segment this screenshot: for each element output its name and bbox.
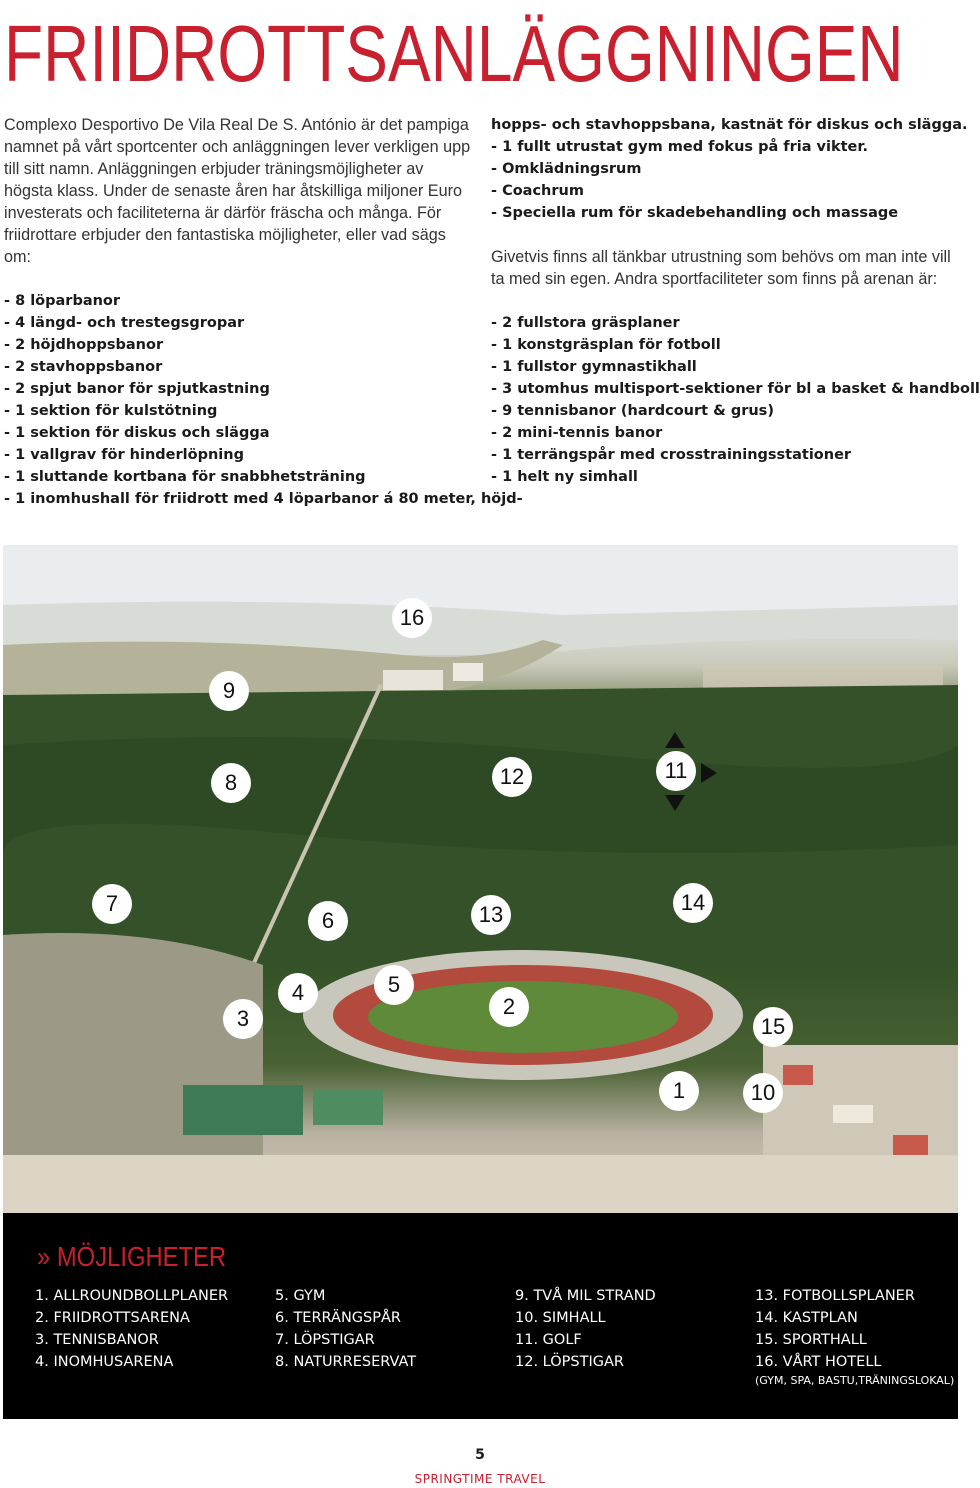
legend-item: 11. GOLF [515,1332,582,1348]
list-item: - 9 tennisbanor (hardcourt & grus) [491,403,774,419]
list-item: - Omklädningsrum [491,161,642,177]
list-item: - 2 stavhoppsbanor [4,359,163,375]
list-item: - 1 inomhushall för friidrott med 4 löpa… [4,491,523,507]
right-column: hopps- och stavhoppsbana, kastnät för di… [491,114,980,488]
marker-7: 7 [92,884,132,924]
arrow-down-icon [665,795,685,811]
legend-title: » MÖJLIGHETER [37,1239,226,1275]
list-item: - 1 terrängspår med crosstrainingsstatio… [491,447,852,463]
legend-item: 9. TVÅ MIL STRAND [515,1288,656,1304]
marker-16: 16 [392,598,432,638]
marker-15: 15 [753,1007,793,1047]
arrow-up-icon [665,732,685,748]
marker-12: 12 [492,757,532,797]
athletics-facilities-list: - 8 löparbanor - 4 längd- och trestegsgr… [4,290,523,510]
marker-2: 2 [489,987,529,1027]
legend-item: 10. SIMHALL [515,1310,606,1326]
marker-3: 3 [223,999,263,1039]
list-item: - 2 mini-tennis banor [491,425,663,441]
marker-13: 13 [471,895,511,935]
marker-14: 14 [673,883,713,923]
list-item: - 1 helt ny simhall [491,469,638,485]
list-item: - Coachrum [491,183,584,199]
legend-column-1: 1. ALLROUNDBOLLPLANER 2. FRIIDROTTSARENA… [35,1285,270,1373]
marker-9: 9 [209,671,249,711]
list-item: - 1 sektion för kulstötning [4,403,218,419]
aerial-landscape-illustration [3,545,958,1213]
intro-paragraph: Complexo Desportivo De Vila Real De S. A… [4,116,471,266]
aerial-photo: 16 9 8 12 11 7 6 13 14 4 5 3 2 15 1 10 [3,545,958,1213]
legend-item: 2. FRIIDROTTSARENA [35,1310,190,1326]
equipment-paragraph: Givetvis finns all tänkbar utrustning so… [491,248,951,288]
legend-item: 12. LÖPSTIGAR [515,1354,624,1370]
marker-5: 5 [374,965,414,1005]
list-item: - 2 fullstora gräsplaner [491,315,680,331]
legend-column-3: 9. TVÅ MIL STRAND 10. SIMHALL 11. GOLF 1… [515,1285,750,1373]
double-chevron-right-icon: » [37,1241,51,1272]
list-item: hopps- och stavhoppsbana, kastnät för di… [491,117,968,133]
legend-column-4: 13. FOTBOLLSPLANER 14. KASTPLAN 15. SPOR… [755,1285,955,1389]
page-number: 5 [475,1447,485,1463]
marker-10: 10 [743,1073,783,1113]
legend-item: 15. SPORTHALL [755,1332,867,1348]
list-item: - 1 konstgräsplan för fotboll [491,337,721,353]
list-item: - 1 fullt utrustat gym med fokus på fria… [491,139,868,155]
legend-note: (GYM, SPA, BASTU,TRÄNINGSLOKAL) [755,1374,955,1387]
legend-item: 6. TERRÄNGSPÅR [275,1310,401,1326]
other-facilities-list: - 2 fullstora gräsplaner - 1 konstgräspl… [491,312,980,488]
marker-1: 1 [659,1071,699,1111]
list-item: - 1 vallgrav för hinderlöpning [4,447,244,463]
athletics-facilities-list-continued: hopps- och stavhoppsbana, kastnät för di… [491,114,968,224]
list-item: - 2 spjut banor för spjutkastning [4,381,270,397]
marker-4: 4 [278,973,318,1013]
legend-column-2: 5. GYM 6. TERRÄNGSPÅR 7. LÖPSTIGAR 8. NA… [275,1285,510,1373]
legend-item: 3. TENNISBANOR [35,1332,159,1348]
arrow-right-icon [701,763,717,783]
legend-heading: MÖJLIGHETER [56,1241,227,1272]
marker-6: 6 [308,901,348,941]
footer-brand: SPRINGTIME TRAVEL [414,1472,546,1486]
legend-item: 14. KASTPLAN [755,1310,858,1326]
page-title: FRIIDROTTSANLÄGGNINGEN [4,9,904,98]
legend-panel: » MÖJLIGHETER 1. ALLROUNDBOLLPLANER 2. F… [3,1213,958,1419]
marker-11: 11 [656,751,696,791]
list-item: - 1 sluttande kortbana för snabbhetsträn… [4,469,366,485]
legend-item: 13. FOTBOLLSPLANER [755,1288,915,1304]
list-item: - 3 utomhus multisport-sektioner för bl … [491,381,980,397]
list-item: - 1 sektion för diskus och slägga [4,425,270,441]
legend-item: 1. ALLROUNDBOLLPLANER [35,1288,229,1304]
marker-8: 8 [211,763,251,803]
legend-item: 8. NATURRESERVAT [275,1354,417,1370]
list-item: - 1 fullstor gymnastikhall [491,359,697,375]
legend-item: 7. LÖPSTIGAR [275,1332,375,1348]
list-item: - 2 höjdhoppsbanor [4,337,164,353]
list-item: - Speciella rum för skadebehandling och … [491,205,899,221]
list-item: - 8 löparbanor [4,293,121,309]
legend-item: 16. VÅRT HOTELL [755,1354,882,1370]
legend-item: 4. INOMHUSARENA [35,1354,174,1370]
list-item: - 4 längd- och trestegsgropar [4,315,245,331]
left-column: Complexo Desportivo De Vila Real De S. A… [4,114,523,510]
legend-item: 5. GYM [275,1288,326,1304]
